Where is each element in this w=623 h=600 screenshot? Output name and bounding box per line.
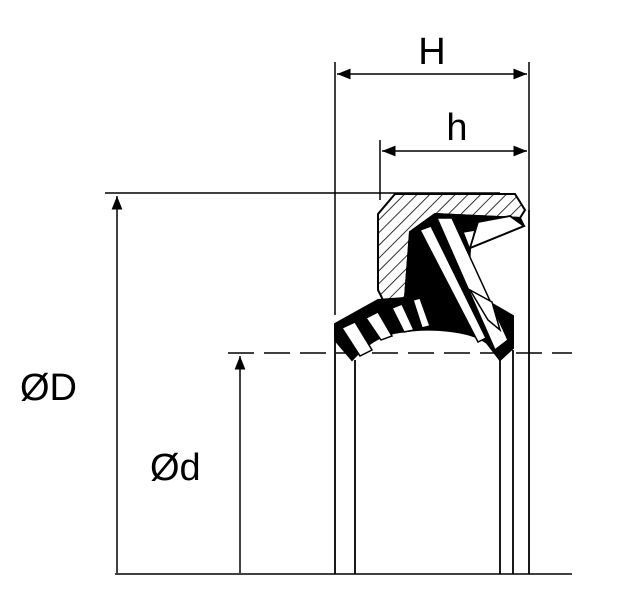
label-H: H <box>418 31 445 73</box>
bore-lines <box>334 210 530 574</box>
label-inner-diameter: Ød <box>150 447 201 489</box>
label-h: h <box>446 107 467 149</box>
dimension-h: h <box>379 107 527 200</box>
seal-lip-stripes <box>340 217 509 357</box>
dimension-H: H <box>334 31 530 315</box>
seal-upper-lip <box>468 215 526 250</box>
dimension-inner-diameter: Ød <box>150 352 572 573</box>
label-outer-diameter: ØD <box>20 367 77 409</box>
seal-cross-section <box>334 193 527 362</box>
